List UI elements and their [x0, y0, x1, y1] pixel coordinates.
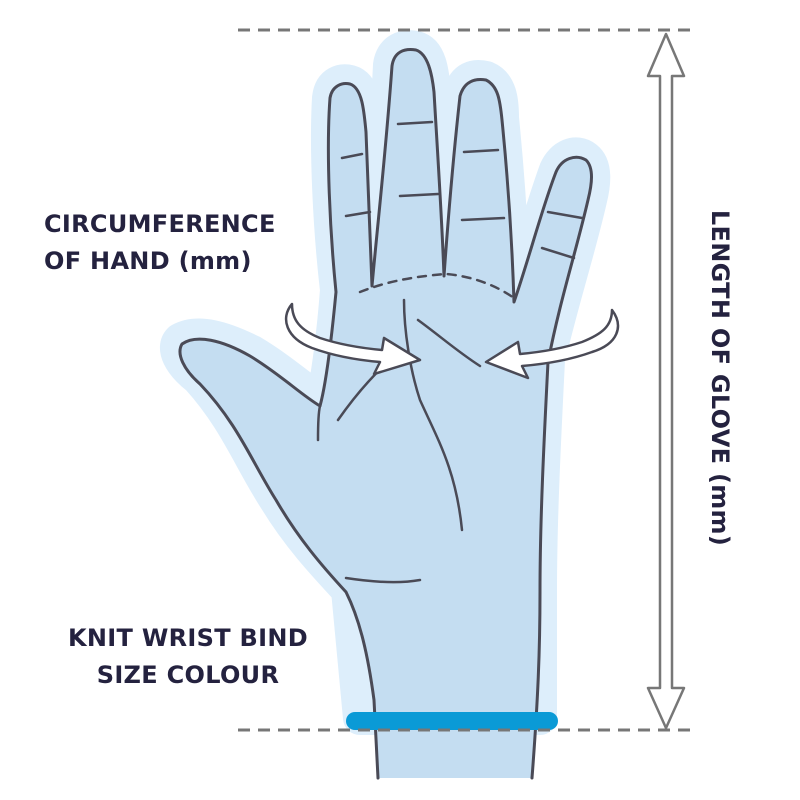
- circumference-label: CIRCUMFERENCE OF HAND (mm): [44, 206, 276, 280]
- wrist-bind-label-line-2: SIZE COLOUR: [96, 661, 280, 689]
- wrist-bind-band: [346, 712, 558, 730]
- glove-hand: [178, 48, 593, 780]
- length-double-arrow-icon: [646, 32, 686, 730]
- circumference-arrow-left-icon: [284, 302, 422, 376]
- wrist-bind-label-line-1: KNIT WRIST BIND: [68, 624, 308, 652]
- circumference-label-line-1: CIRCUMFERENCE: [44, 210, 276, 238]
- circumference-arrow-right-icon: [484, 308, 620, 380]
- length-label-text: LENGTH OF GLOVE (mm): [706, 209, 734, 547]
- wrist-bind-label: KNIT WRIST BIND SIZE COLOUR: [68, 620, 308, 694]
- circumference-label-line-2: OF HAND (mm): [44, 247, 252, 275]
